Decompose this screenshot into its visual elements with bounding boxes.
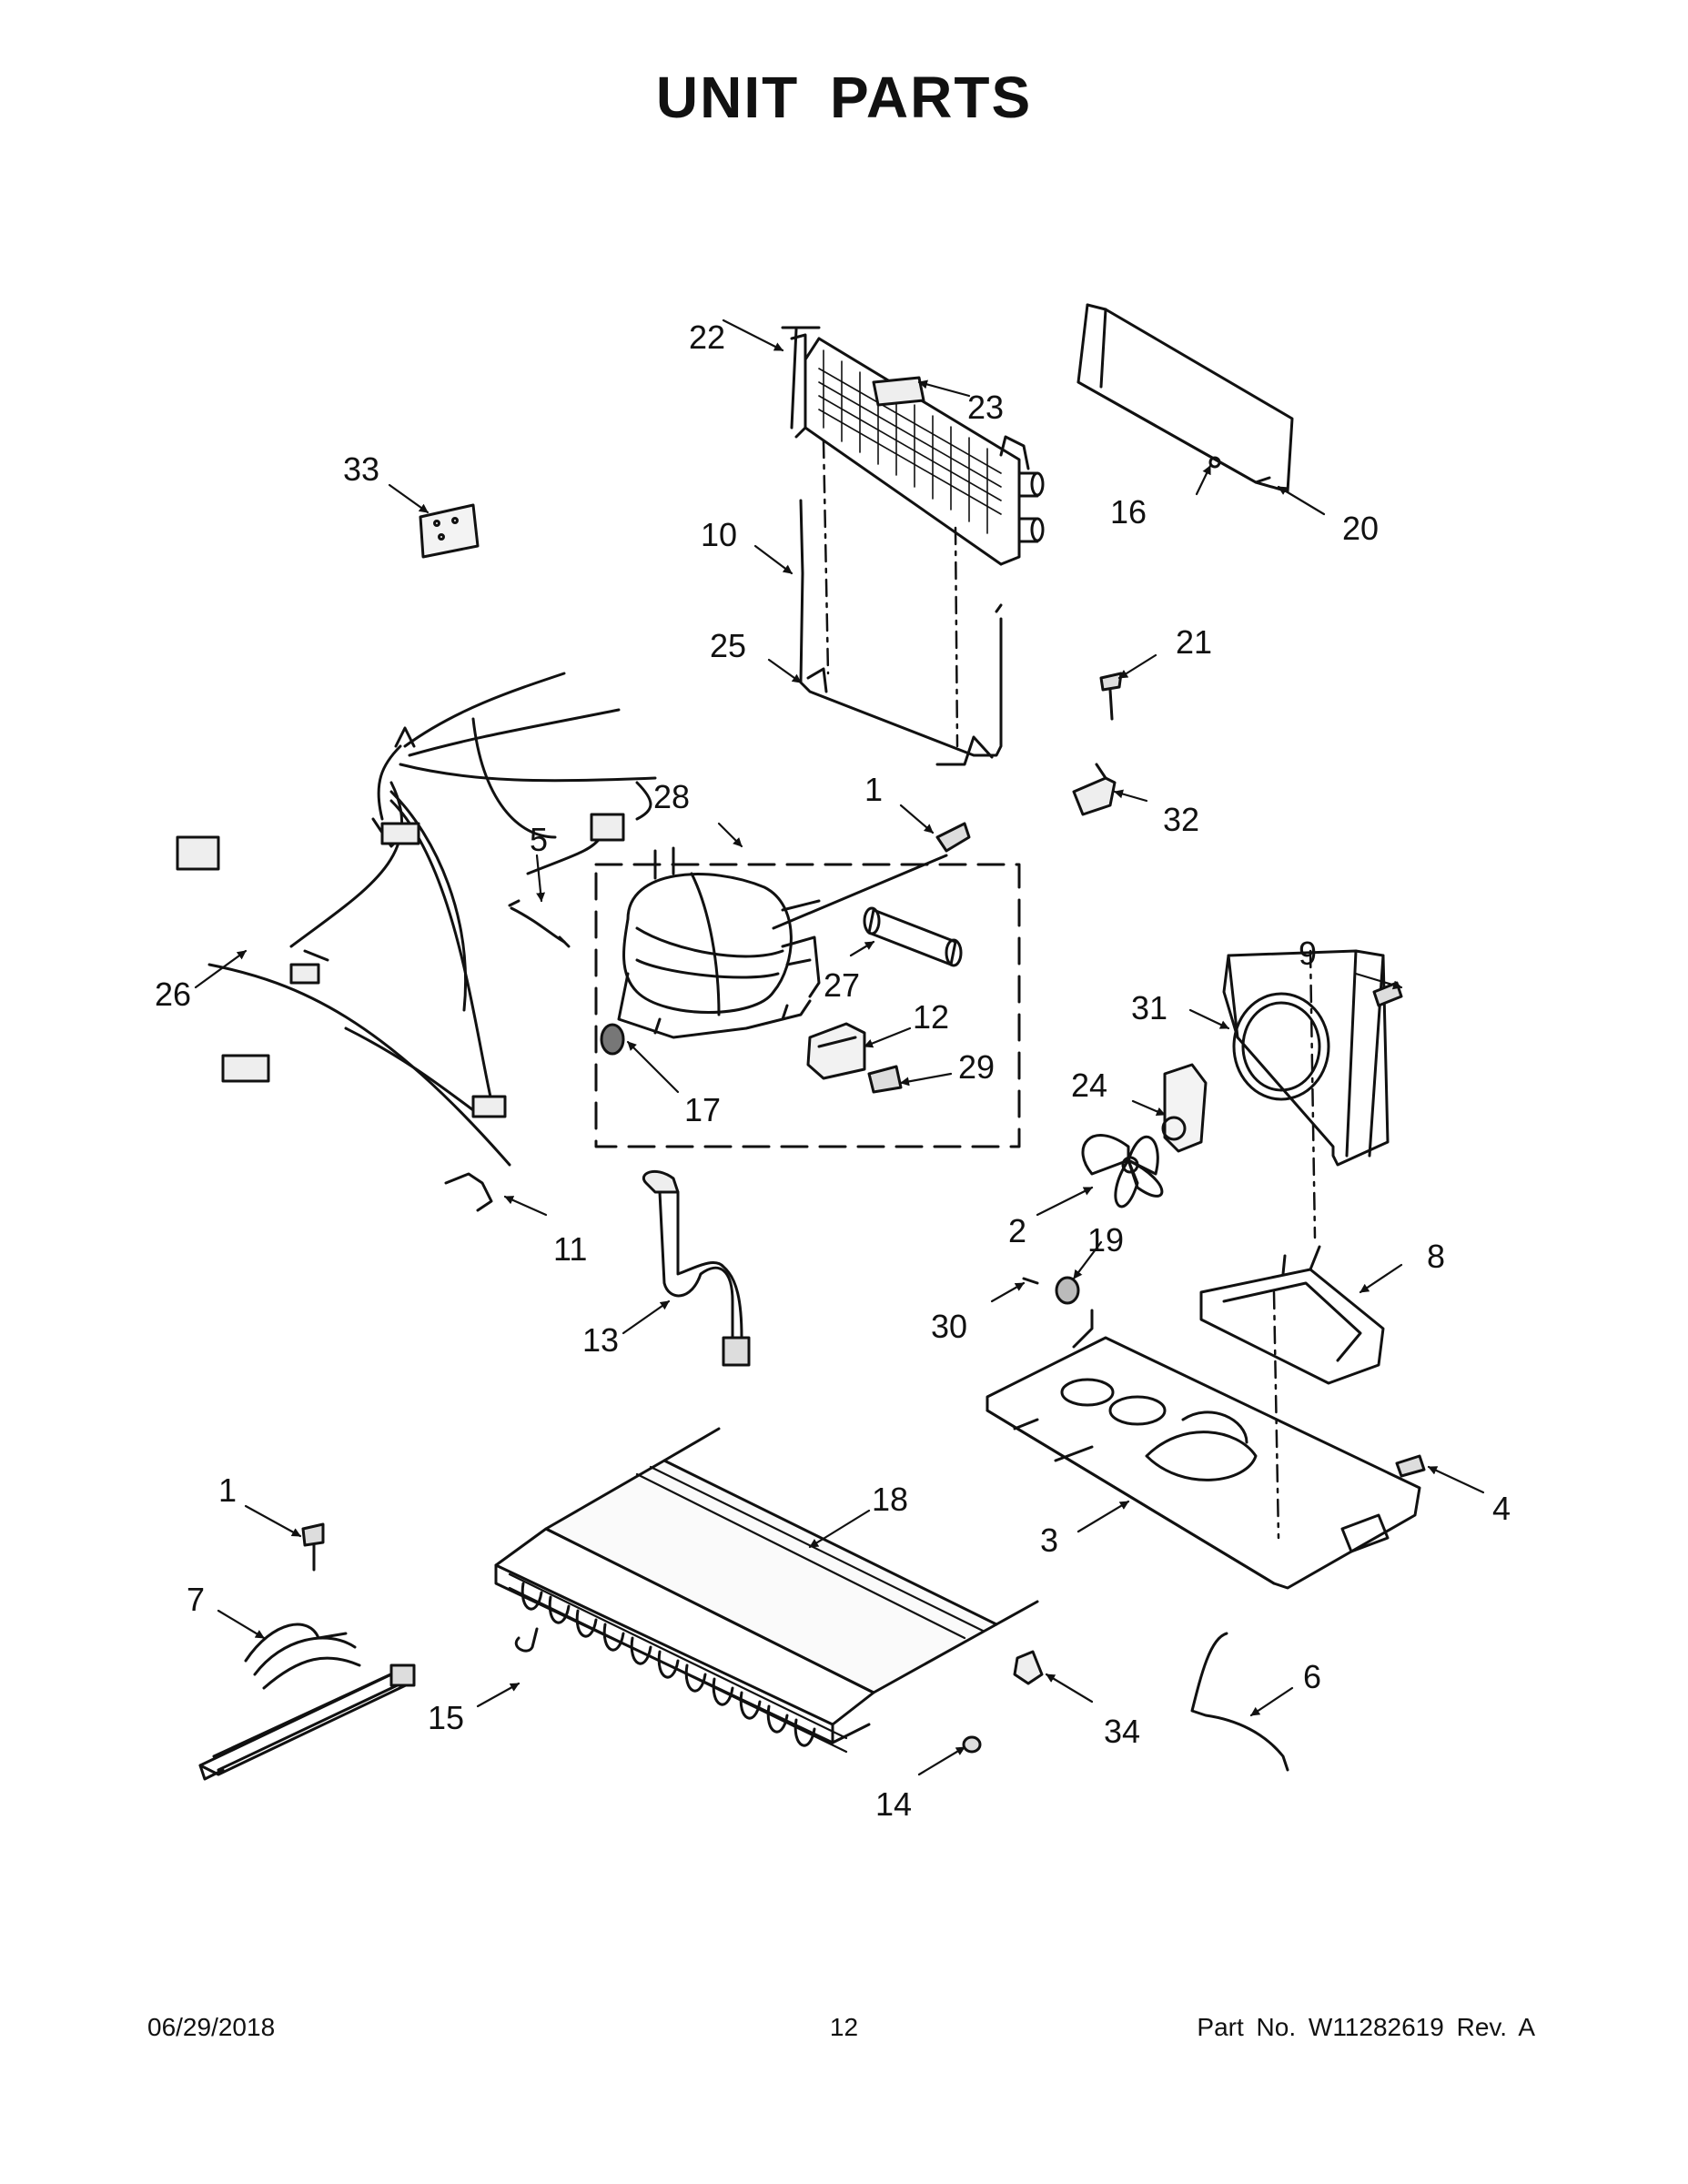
part-25-defrost-heater (799, 499, 1003, 766)
part-4-screw (1395, 1454, 1426, 1478)
part-2-fan-blade (1081, 1134, 1164, 1208)
callout-18: 18 (872, 1481, 908, 1518)
callout-24: 24 (1071, 1067, 1107, 1104)
callout-7: 7 (187, 1581, 205, 1618)
alignment-lines (822, 440, 1317, 1540)
callout-23: 23 (967, 389, 1004, 426)
page-title: UNIT PARTS (655, 65, 1033, 130)
callout-19: 19 (1087, 1221, 1124, 1259)
callout-labels: 22 23 33 16 20 10 25 21 32 28 1 5 26 27 … (155, 318, 1511, 1823)
part-3-base-pan (986, 1309, 1421, 1590)
part-6-tube (1190, 1632, 1289, 1772)
part-7-wire-harness (198, 1623, 416, 1781)
part-26-wire-harness (176, 672, 657, 1167)
part-15-clip (514, 1627, 539, 1653)
part-33-control-board (419, 503, 480, 559)
callout-4: 4 (1492, 1490, 1511, 1527)
callout-9: 9 (1299, 935, 1317, 972)
part-28-compressor (617, 846, 948, 1039)
part-12-start-relay (806, 1022, 866, 1080)
callout-27: 27 (824, 966, 860, 1004)
callout-25: 25 (710, 627, 746, 664)
callout-arrows (194, 318, 1485, 1776)
part-5-tubing (510, 906, 566, 944)
callout-6: 6 (1303, 1658, 1321, 1695)
part-28-compressor-kit-outline (594, 863, 1021, 1148)
callout-30: 30 (931, 1308, 967, 1345)
part-17-grommet (600, 1023, 625, 1056)
callout-3: 3 (1040, 1522, 1058, 1559)
part-29-overload (867, 1065, 903, 1094)
callout-31: 31 (1131, 989, 1167, 1026)
part-18-condenser-coil (494, 1427, 1039, 1754)
footer-page-number: 12 (829, 2013, 859, 2041)
callout-28: 28 (653, 778, 690, 815)
part-31-fan-shroud (1222, 949, 1390, 1167)
callout-14: 14 (875, 1785, 912, 1823)
part-22-evaporator-coil (781, 326, 1045, 566)
part-30-pin (1022, 1277, 1039, 1285)
callout-15: 15 (428, 1699, 464, 1736)
part-8-fan-bracket (1199, 1245, 1385, 1385)
callout-26: 26 (155, 976, 191, 1013)
footer-date: 06/29/2018 (147, 2013, 276, 2041)
callout-16: 16 (1110, 493, 1147, 531)
part-1-screw-bottom (301, 1522, 325, 1572)
callout-2: 2 (1008, 1212, 1026, 1249)
footer-part-number: Part No. W11282619 Rev. A (1197, 2013, 1535, 2041)
part-1-screw-top (935, 822, 971, 853)
callout-20: 20 (1342, 510, 1379, 547)
part-21-screw (1099, 672, 1123, 721)
callout-1-top: 1 (864, 771, 883, 808)
callout-1-bottom: 1 (218, 1471, 237, 1509)
callout-10: 10 (701, 516, 737, 553)
part-34-valve (1013, 1650, 1044, 1685)
part-19-grommet (1055, 1276, 1080, 1305)
callout-17: 17 (684, 1091, 721, 1128)
part-23-label (872, 376, 925, 407)
callout-13: 13 (582, 1321, 619, 1359)
callout-8: 8 (1427, 1238, 1445, 1275)
callout-22: 22 (689, 318, 725, 356)
callout-12: 12 (913, 998, 949, 1036)
part-13-drain-heater (642, 1169, 751, 1367)
callout-32: 32 (1163, 801, 1199, 838)
callout-33: 33 (343, 450, 379, 488)
part-24-fan-motor (1161, 1063, 1208, 1153)
part-27-drier (863, 906, 963, 967)
part-16-screw (1208, 456, 1221, 469)
callout-21: 21 (1176, 623, 1212, 661)
callout-34: 34 (1104, 1713, 1140, 1750)
part-20-cover (1076, 303, 1294, 493)
callout-5: 5 (530, 821, 548, 858)
part-11-clip (444, 1172, 493, 1212)
part-14-cap (962, 1735, 982, 1754)
part-32-bracket (1072, 763, 1117, 816)
callout-29: 29 (958, 1048, 995, 1086)
callout-11: 11 (553, 1230, 587, 1268)
